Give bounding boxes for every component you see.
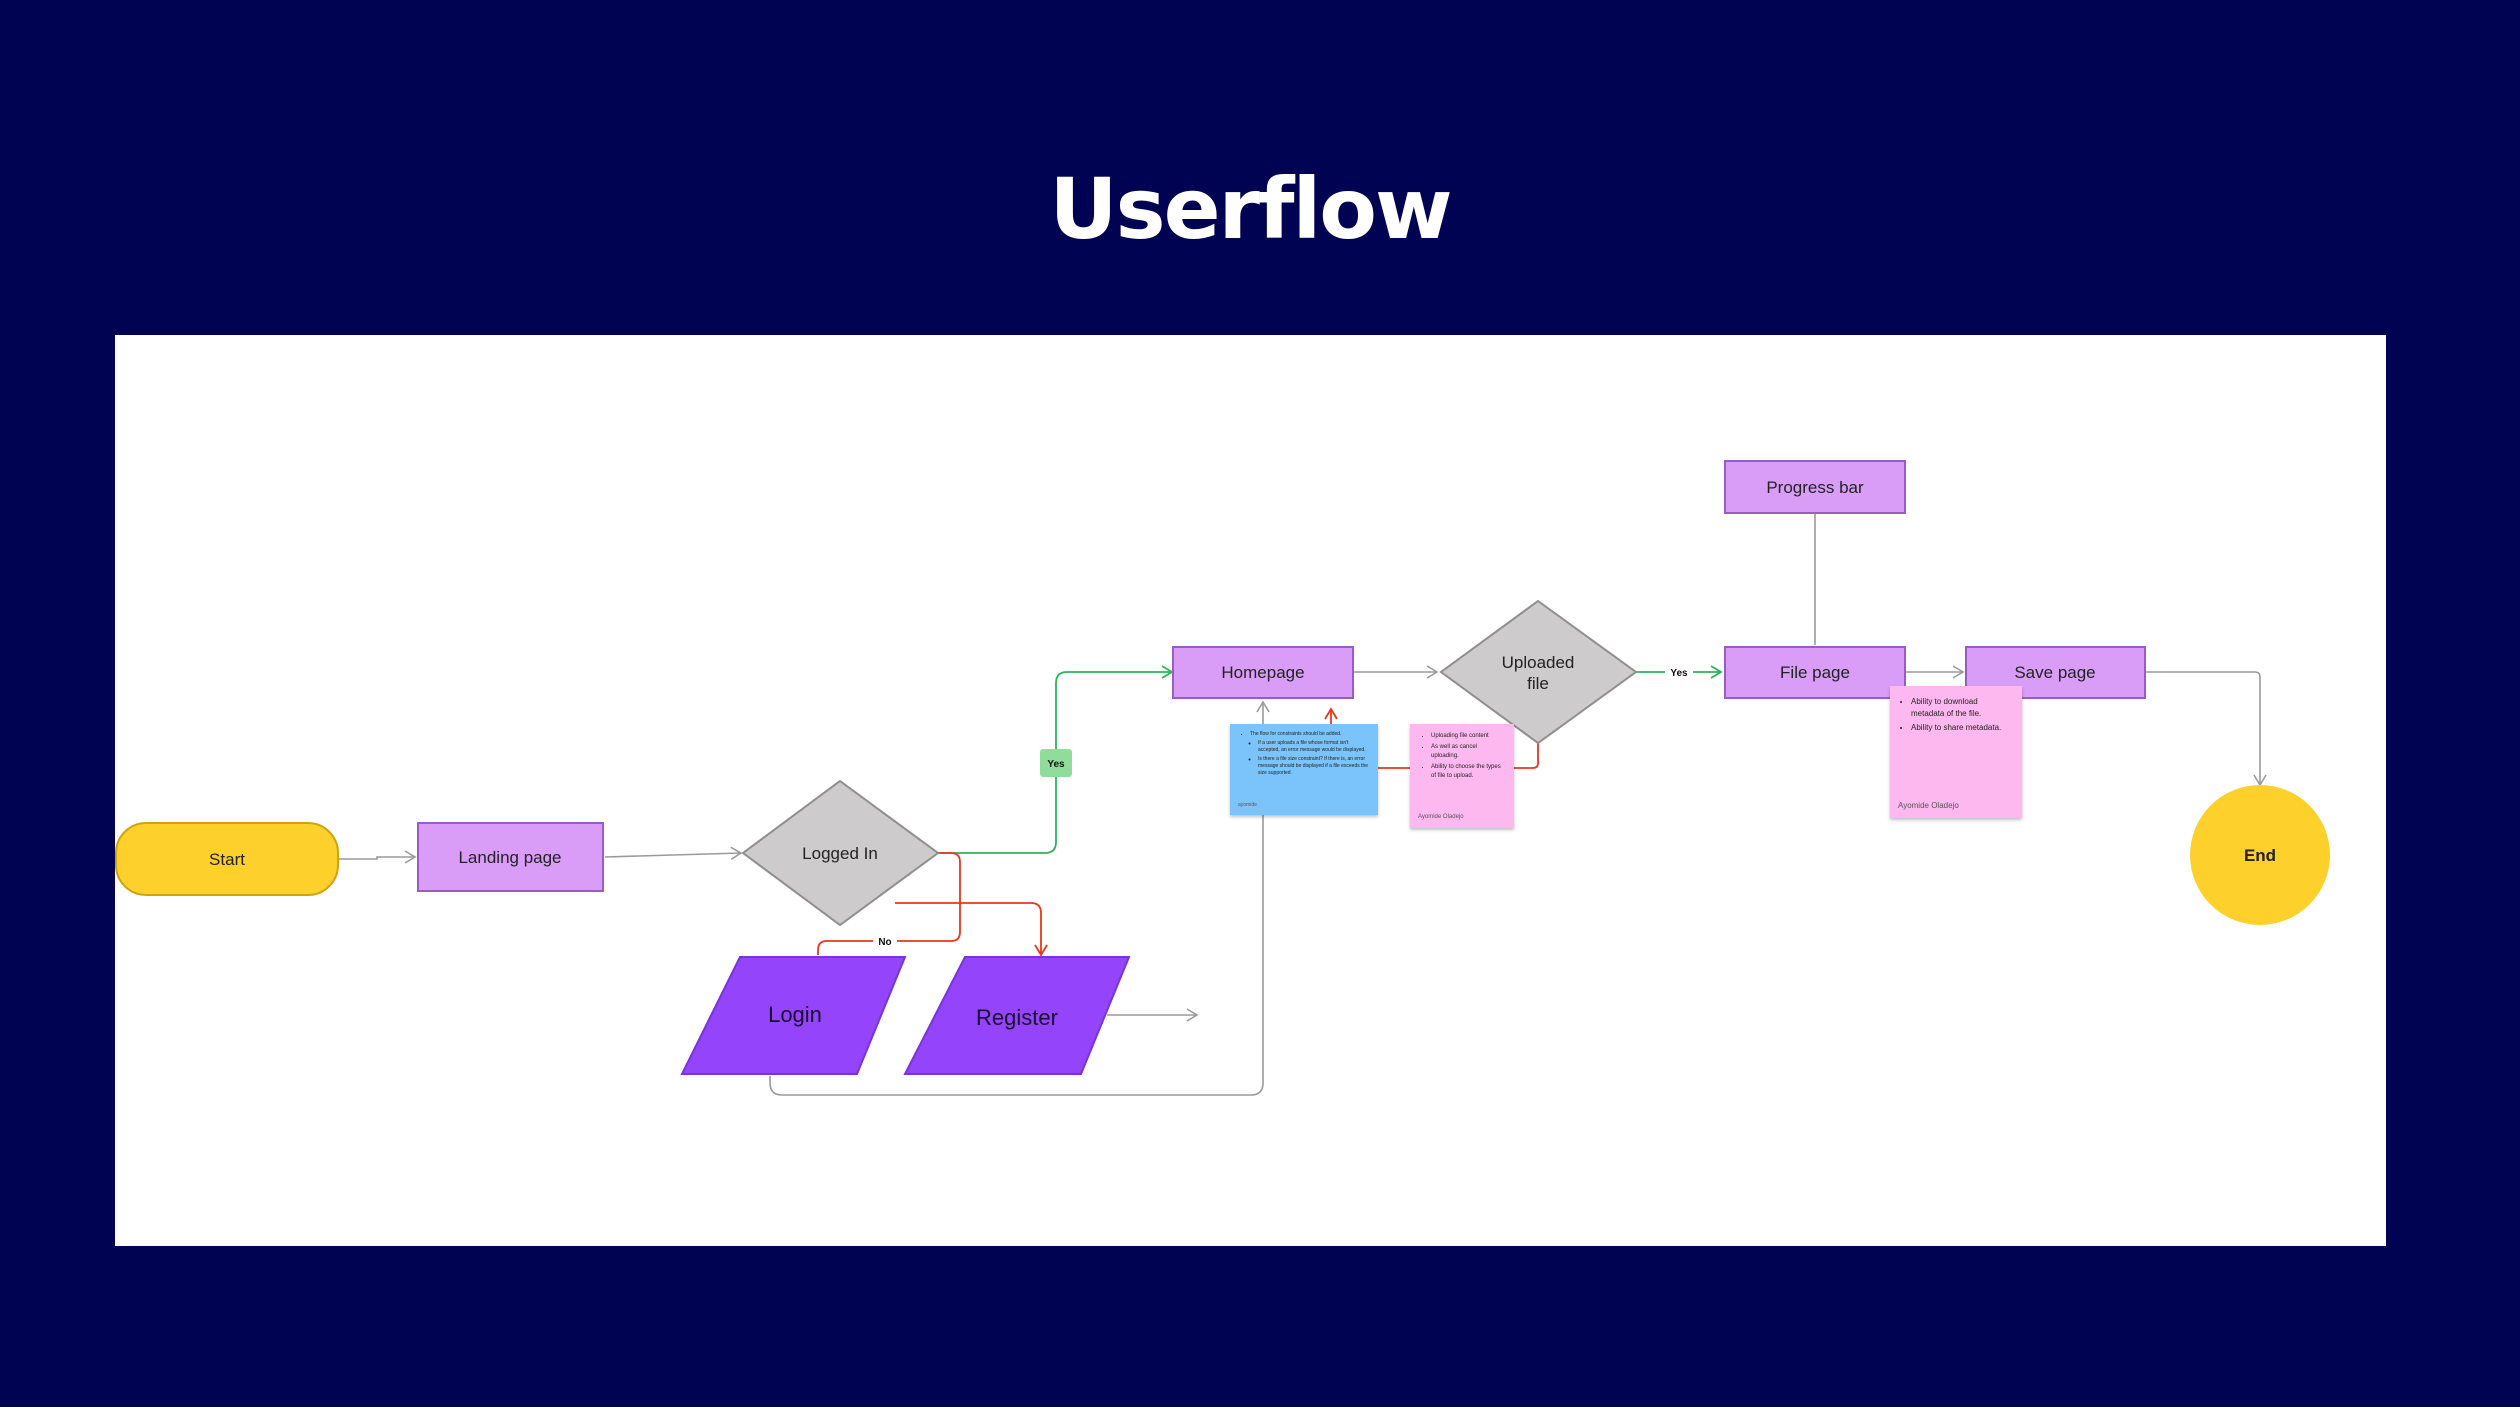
edge-login-homepage — [769, 700, 1270, 1096]
svg-text:Landing page: Landing page — [458, 848, 561, 867]
svg-text:Save page: Save page — [2014, 663, 2095, 682]
note-upload-item: As well as cancel uploading. — [1431, 743, 1505, 761]
upload-sticky-note[interactable]: Uploading file content As well as cancel… — [1410, 724, 1514, 828]
logged-in-decision[interactable]: Logged In — [741, 779, 940, 927]
login-node[interactable]: Login — [680, 956, 907, 1075]
register-node[interactable]: Register — [903, 956, 1131, 1075]
svg-text:Start: Start — [209, 850, 245, 869]
svg-text:Progress bar: Progress bar — [1766, 478, 1864, 497]
constraints-sticky-note[interactable]: The flow for constraints should be added… — [1230, 724, 1378, 815]
edge-label-yes-1: Yes — [1040, 749, 1072, 777]
edges — [338, 514, 2267, 1096]
note-metadata-item: Ability to download metadata of the file… — [1911, 696, 2013, 720]
edge-start-landing — [338, 850, 417, 864]
svg-text:File page: File page — [1780, 663, 1850, 682]
end-node[interactable]: End — [2190, 785, 2330, 925]
file-page-node[interactable]: File page — [1724, 646, 1906, 699]
edge-landing-loggedin — [604, 846, 743, 860]
note-blue-item: If a user uploads a file whose format is… — [1258, 740, 1370, 754]
svg-text:Homepage: Homepage — [1221, 663, 1304, 682]
homepage-node[interactable]: Homepage — [1172, 646, 1354, 699]
edge-label-no: No — [873, 933, 897, 949]
edge-loggedin-register — [895, 902, 1048, 957]
svg-text:Register: Register — [976, 1005, 1058, 1030]
edge-savepage-end — [2145, 671, 2267, 787]
svg-text:Uploaded: Uploaded — [1502, 653, 1575, 672]
note-upload-item: Uploading file content — [1431, 732, 1505, 741]
flowchart: Yes No Yes Start Landing page Logged In — [115, 460, 2330, 1096]
note-upload-item: Ability to choose the types of file to u… — [1431, 763, 1505, 781]
svg-text:Login: Login — [768, 1002, 822, 1027]
note-metadata-item: Ability to share metadata. — [1911, 722, 2013, 734]
page-title: Userflow — [1049, 160, 1452, 258]
note-blue-item: Is there a file size constraint? If ther… — [1258, 756, 1370, 777]
start-node[interactable]: Start — [115, 822, 339, 896]
note-author: Ayomide Oladejo — [1418, 814, 1464, 820]
note-blue-intro: The flow for constraints should be added… — [1250, 731, 1370, 738]
uploaded-file-decision[interactable]: Uploaded file — [1439, 599, 1638, 745]
svg-text:No: No — [878, 937, 891, 948]
note-author: ayomide — [1238, 802, 1257, 808]
svg-text:Yes: Yes — [1670, 668, 1688, 679]
progress-bar-node[interactable]: Progress bar — [1724, 460, 1906, 514]
flowchart-board: Yes No Yes Start Landing page Logged In — [115, 335, 2386, 1246]
edge-loggedin-login — [817, 852, 961, 955]
svg-text:End: End — [2244, 846, 2276, 865]
metadata-sticky-note[interactable]: Ability to download metadata of the file… — [1890, 686, 2022, 818]
svg-text:Logged In: Logged In — [802, 844, 878, 863]
svg-text:file: file — [1527, 674, 1549, 693]
landing-page-node[interactable]: Landing page — [417, 822, 604, 892]
edge-label-yes-2: Yes — [1665, 663, 1693, 681]
svg-text:Yes: Yes — [1047, 759, 1065, 770]
note-author: Ayomide Oladejo — [1898, 801, 1959, 810]
